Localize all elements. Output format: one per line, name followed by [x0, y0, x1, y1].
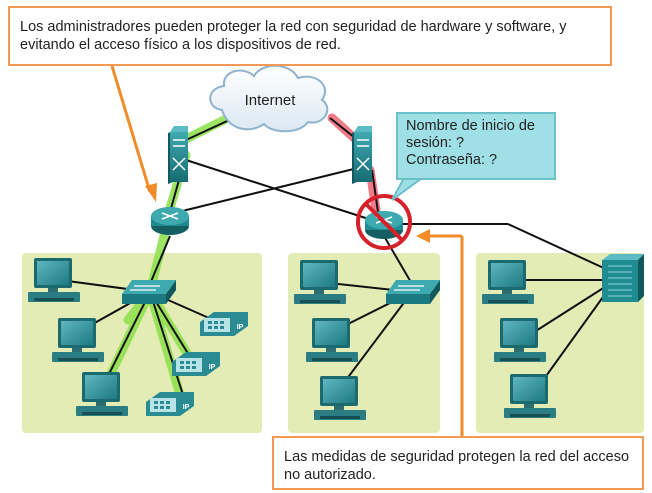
core-switch-left	[168, 126, 188, 184]
login-username-value: sesión: ?	[406, 135, 465, 151]
server	[602, 254, 644, 302]
svg-text:IP: IP	[183, 404, 190, 411]
svg-text:IP: IP	[237, 324, 244, 331]
router-right	[365, 211, 403, 239]
internet-cloud: Internet	[209, 64, 329, 133]
ip-phone-icon: IP	[172, 352, 220, 376]
core-switch-right	[352, 126, 372, 184]
access-switch-middle	[386, 280, 440, 304]
svg-text:IP: IP	[209, 364, 216, 371]
ip-phone-icon: IP	[146, 392, 194, 416]
internet-label: Internet	[245, 92, 297, 109]
bubble-pointer	[391, 177, 426, 201]
blocked-icon	[356, 194, 412, 250]
admin-callout: Los administradores pueden proteger la r…	[8, 6, 612, 66]
login-username-label: Nombre de inicio de	[406, 118, 535, 134]
security-callout: Las medidas de seguridad protegen la red…	[272, 436, 644, 490]
router-left	[151, 207, 189, 235]
callout-arrow	[110, 65, 464, 436]
login-password-label: Contraseña: ?	[406, 152, 498, 168]
ip-phone-icon: IP	[200, 312, 248, 336]
access-switch-left	[122, 280, 176, 304]
login-prompt-bubble: Nombre de inicio de sesión: ? Contraseña…	[396, 112, 556, 180]
